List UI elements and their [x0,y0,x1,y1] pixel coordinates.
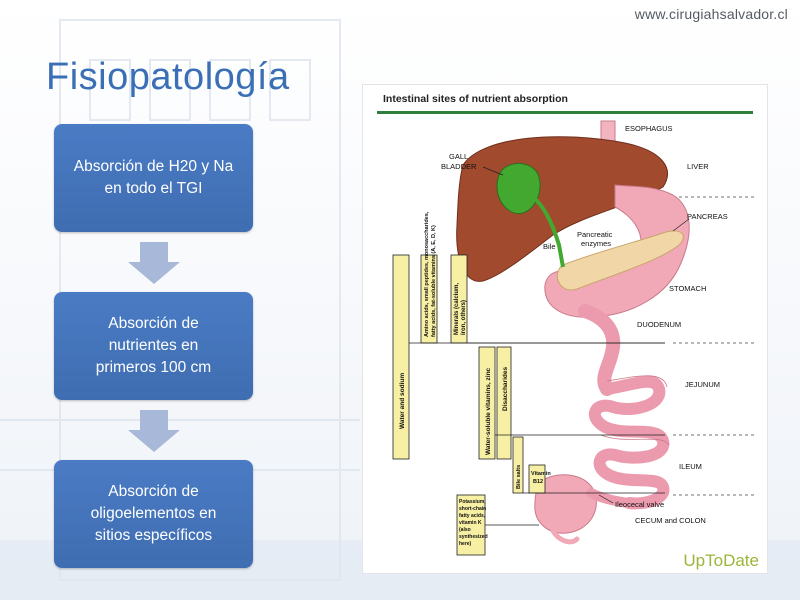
slide-title: Fisiopatología [46,56,290,98]
bar-connector-lines [409,342,665,526]
label-pancreatic: Pancreatic [577,230,613,239]
site-url: www.cirugiahsalvador.cl [634,6,788,22]
bar-label-minerals-1: Minerals (calcium, [454,283,460,335]
bar-label-pot-5: (also [459,527,471,533]
bar-label-pot-7: here) [459,541,472,547]
ileocecal-link [586,488,634,508]
bar-label-vitamin: Vitamin [531,471,551,477]
bar-label-b12: B12 [533,479,543,485]
flow-box-text: Absorción de nutrientes en primeros 100 … [95,315,212,376]
intestine-outline [600,375,670,446]
bar-label-pot-4: vitamin K [459,520,482,526]
label-ileum: ILEUM [679,462,702,471]
label-duodenum: DUODENUM [637,320,681,329]
bar-label-pot-6: synthesized [459,534,488,540]
bar-label-bile-salts: Bile salts [516,465,522,489]
label-jejunum: JEJUNUM [685,380,720,389]
flow-box-trace-elements: Absorción de oligoelementos en sitios es… [54,460,253,568]
gallbladder-shape [496,162,541,215]
small-intestine-shape [588,375,670,510]
flow-box-nutrients: Absorción de nutrientes en primeros 100 … [54,292,253,400]
bar-label-pot-2: short-chain [459,506,486,512]
diagram-title-rule [377,111,753,114]
label-enzymes: enzymes [581,239,611,248]
anatomy-illustration: Water and sodium Amino acids, small pept… [392,120,755,556]
label-stomach: STOMACH [669,284,706,293]
uptodate-logo: UpToDate [683,551,759,570]
region-separators [673,196,755,496]
label-liver: LIVER [687,162,709,171]
cecum-shape [534,474,597,534]
label-esophagus: ESOPHAGUS [625,124,673,133]
flow-box-water-sodium: Absorción de H20 y Na en todo el TGI [54,124,253,232]
flow-box-text: Absorción de H20 y Na en todo el TGI [73,158,234,197]
bar-label-disaccharides: Disaccharides [502,367,509,411]
label-bile: Bile [543,242,556,251]
arrow-down-icon [128,410,180,452]
pancreas-leader [672,218,690,232]
ileocecal-leader [598,494,614,504]
label-ileocecal: Ileocecal valve [615,500,664,509]
bar-label-amino-2: fatty acids, fat-soluble vitamins (A, E,… [431,225,437,337]
bar-label-pot-1: Potassium, [459,499,486,505]
gallbladder-leader [482,166,504,176]
bar-label-amino-1: Amino acids, small peptides, monosacchar… [424,211,430,337]
bar-label-pot-3: fatty acids, [459,513,486,519]
arrow-down-icon [128,242,180,284]
bar-label-minerals-2: iron, others) [461,300,467,335]
label-bladder: BLADDER [441,162,477,171]
bar-label-water-soluble: Water-soluble vitamins, zinc [485,367,492,455]
appendix-shape [550,528,580,545]
pancreas-shape [556,230,684,291]
label-cecum-colon: CECUM and COLON [635,516,706,525]
nutrient-bars [392,254,546,556]
bile-duct [531,195,565,268]
diagram-title: Intestinal sites of nutrient absorption [383,93,568,105]
label-gall: GALL [449,152,468,161]
label-pancreas: PANCREAS [687,212,728,221]
duodenum-shape [578,304,621,396]
bar-label-water: Water and sodium [399,373,406,429]
absorption-diagram: Intestinal sites of nutrient absorption [362,84,768,574]
flow-box-text: Absorción de oligoelementos en sitios es… [90,483,217,544]
